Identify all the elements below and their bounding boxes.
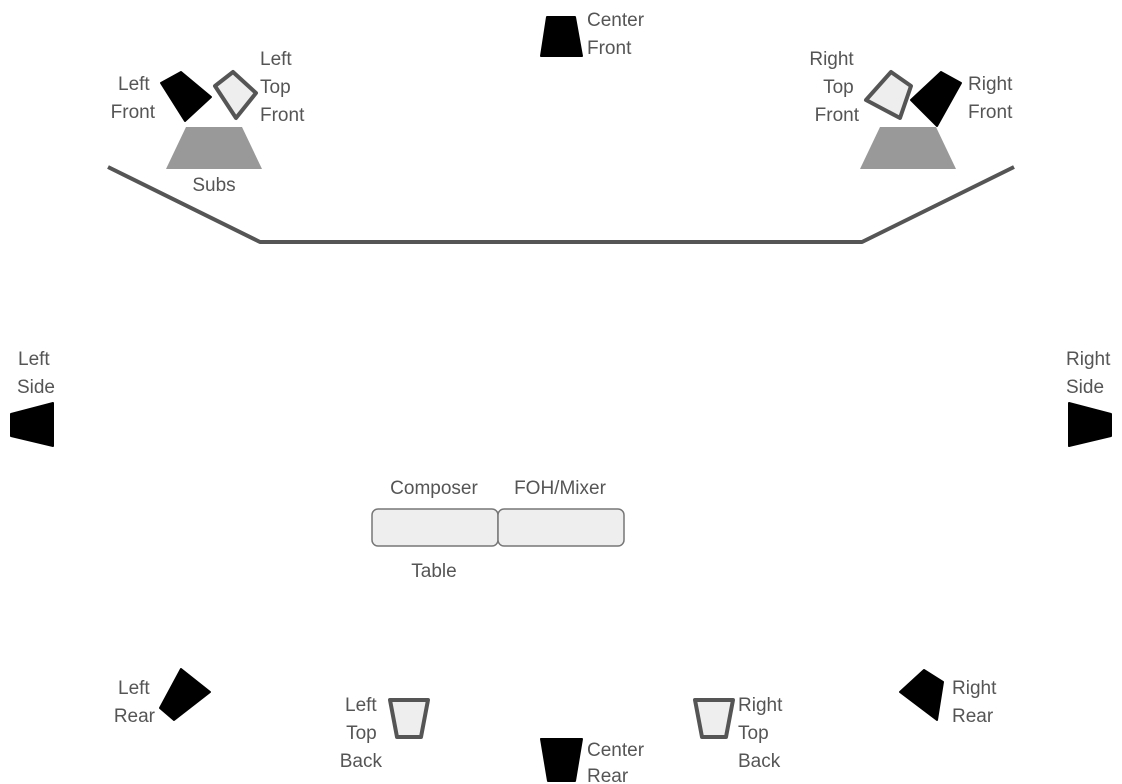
right-side-label: Right Side bbox=[1066, 349, 1116, 398]
center-rear-label: Center Rear bbox=[587, 740, 649, 784]
right-side-speaker bbox=[1068, 402, 1112, 447]
right-top-back-label: Right Top Back bbox=[738, 695, 788, 772]
foh-mixer-label: FOH/Mixer bbox=[514, 478, 607, 499]
subs-label: Subs bbox=[192, 175, 235, 196]
right-front-speaker bbox=[910, 71, 962, 127]
center-rear-speaker bbox=[540, 738, 583, 782]
table-label: Table bbox=[411, 561, 456, 582]
right-front-label: Right Front bbox=[968, 74, 1018, 123]
right-rear-label: Right Rear bbox=[952, 678, 1002, 727]
right-top-back-speaker bbox=[693, 698, 735, 739]
left-side-speaker bbox=[10, 402, 54, 447]
right-rear-speaker bbox=[899, 669, 944, 721]
center-front-speaker bbox=[540, 16, 583, 57]
left-front-speaker bbox=[160, 71, 212, 122]
left-top-back-label: Left Top Back bbox=[340, 695, 383, 772]
stage-edge bbox=[107, 165, 1015, 244]
left-front-label: Left Front bbox=[111, 74, 156, 123]
foh-mixer-table bbox=[497, 508, 625, 547]
left-side-label: Left Side bbox=[17, 349, 55, 398]
right-top-front-speaker bbox=[864, 70, 913, 120]
left-top-front-label: Left Top Front bbox=[260, 49, 305, 126]
center-front-label: Center Front bbox=[587, 10, 649, 59]
composer-table bbox=[371, 508, 499, 547]
left-rear-speaker bbox=[159, 668, 211, 721]
right-top-front-label: Right Top Front bbox=[809, 49, 859, 126]
right-subwoofer bbox=[860, 127, 956, 169]
composer-label: Composer bbox=[390, 478, 478, 499]
left-top-back-speaker bbox=[388, 698, 430, 739]
left-rear-label: Left Rear bbox=[114, 678, 156, 727]
left-top-front-speaker bbox=[213, 70, 258, 120]
left-subwoofer bbox=[166, 127, 262, 169]
